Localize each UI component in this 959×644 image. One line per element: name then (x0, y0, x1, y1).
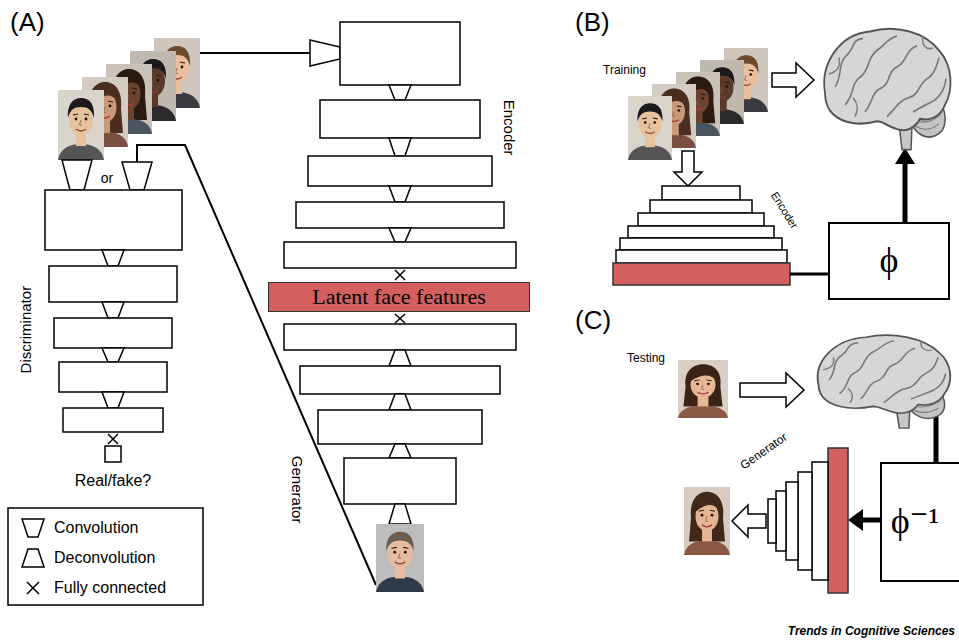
legend-text: Deconvolution (54, 549, 155, 567)
network-label: Generator (738, 431, 790, 473)
face-photo (628, 96, 672, 160)
layer-box (63, 408, 163, 432)
node-text: ϕ⁻¹ (891, 502, 940, 542)
layer-box (628, 226, 774, 238)
fully-connected-symbol (395, 314, 405, 323)
deconvolution-symbol (389, 444, 411, 458)
latent-band: Latent face features (268, 282, 530, 312)
layer-box (768, 499, 776, 543)
test-face (678, 360, 728, 418)
convolution-symbol (62, 160, 92, 190)
layer-box (798, 472, 812, 570)
convolution-symbol (102, 348, 124, 362)
deconvolution-symbol (389, 350, 411, 366)
node-text: ϕ (880, 241, 899, 281)
wire (200, 52, 310, 54)
layer-box (284, 242, 516, 268)
face-photo-stack (58, 38, 200, 160)
convolution-symbol (310, 40, 340, 66)
layer-box (59, 362, 167, 392)
layer-box (308, 156, 492, 186)
phase-label: Testing (627, 352, 665, 366)
hollow-arrow (740, 373, 804, 407)
arrow-head (848, 509, 863, 531)
generator-layers (768, 448, 848, 593)
journal-credit: Trends in Cognitive Sciences (788, 625, 955, 639)
discriminator-stack (45, 160, 182, 462)
deconvolution-symbol (389, 394, 411, 410)
layer-box (54, 318, 172, 348)
convolution-symbol (102, 392, 124, 408)
network-label: Generator (289, 456, 306, 524)
latent-band (613, 263, 790, 285)
hollow-arrow (732, 505, 766, 537)
layer-box (638, 213, 764, 226)
brain-illustration (824, 29, 950, 150)
convolution-symbol (389, 228, 411, 242)
choice-label: or (101, 170, 113, 186)
layer-box (318, 410, 482, 444)
legend (8, 508, 203, 605)
panel-letter: (A) (10, 8, 45, 38)
fully-connected-symbol (395, 270, 405, 280)
generator-stack (284, 324, 516, 524)
layer-box (320, 100, 480, 138)
network-label: Discriminator (17, 286, 34, 374)
face-photo (58, 90, 104, 160)
output-label: Real/fake? (75, 472, 152, 490)
legend-text: Convolution (54, 519, 139, 537)
wire (790, 273, 828, 276)
convolution-symbol (122, 162, 152, 190)
convolution-symbol (22, 519, 44, 537)
legend-frame (8, 508, 203, 605)
inverse-mapping-box: ϕ⁻¹ (880, 462, 959, 582)
layer-box (340, 22, 460, 85)
encoder-pyramid (613, 186, 790, 285)
fully-connected-symbol (108, 434, 118, 444)
convolution-symbol (102, 250, 124, 266)
output-unit (105, 446, 121, 462)
hollow-arrow (674, 151, 702, 186)
layer-box (786, 482, 798, 560)
layer-box (776, 491, 786, 551)
mapping-box: ϕ (828, 222, 950, 300)
layer-box (45, 190, 182, 250)
latent-band (828, 448, 848, 593)
legend-text: Fully connected (54, 579, 166, 597)
layer-box (620, 238, 782, 250)
node-text: Latent face features (312, 285, 485, 309)
layer-box (296, 202, 504, 228)
convolution-symbol (102, 302, 124, 318)
network-label: Encoder (500, 100, 517, 156)
reconstructed-face (684, 487, 730, 555)
phase-label: Training (603, 64, 646, 78)
face-photo-stack (628, 48, 768, 160)
hollow-arrow (772, 63, 814, 97)
generated-face (376, 524, 424, 592)
convolution-symbol (389, 85, 411, 100)
deconvolution-symbol (22, 549, 44, 567)
brain-illustration (818, 335, 951, 428)
convolution-symbol (389, 186, 411, 202)
layer-box (284, 324, 516, 350)
thick-arrow (903, 162, 908, 222)
encoder-stack (284, 22, 516, 323)
panel-letter: (B) (575, 8, 610, 38)
network-label: Encoder (768, 189, 800, 230)
deconvolution-symbol (389, 504, 411, 524)
fully-connected-symbol (27, 582, 39, 594)
layer-box (812, 462, 828, 580)
layer-box (49, 266, 177, 302)
panel-letter: (C) (575, 306, 611, 336)
layer-box (344, 458, 456, 504)
layer-box (300, 366, 500, 394)
convolution-symbol (389, 138, 411, 156)
layer-box (616, 250, 787, 263)
layer-box (662, 186, 740, 200)
layer-box (650, 200, 752, 213)
